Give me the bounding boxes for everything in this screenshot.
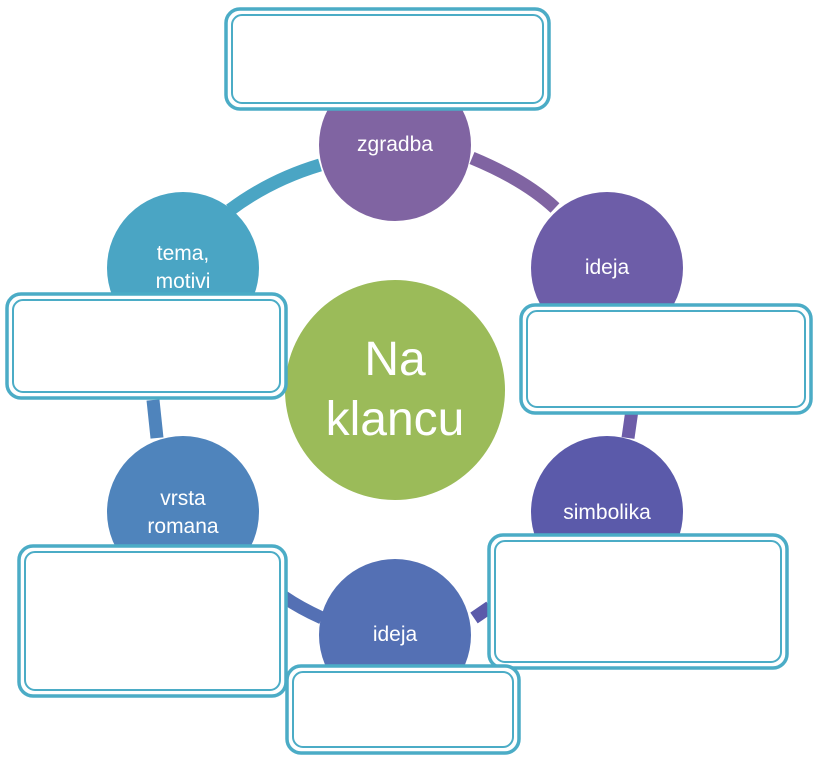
answer-box-inner <box>24 551 281 691</box>
answer-box-inner <box>292 671 514 748</box>
answer-box-right-upper[interactable] <box>519 303 813 415</box>
node-label-line1: vrsta <box>160 487 206 510</box>
node-label: ideja <box>373 623 418 646</box>
center-label-line2: klancu <box>326 393 465 446</box>
answer-box-bottom[interactable] <box>285 664 521 755</box>
ring-arc-zgradba-ideja <box>469 151 560 213</box>
answer-box-inner <box>494 540 782 663</box>
answer-box-left-lower[interactable] <box>17 544 288 698</box>
node-label-line2: romana <box>147 515 219 538</box>
node-label-line2: motivi <box>156 270 211 293</box>
center-node: Na klancu <box>285 280 505 500</box>
answer-box-left-upper[interactable] <box>5 292 288 400</box>
node-label: ideja <box>585 256 630 279</box>
node-label: zgradba <box>357 133 433 156</box>
ring-arc-vrsta-tema <box>146 399 164 439</box>
answer-box-right-lower[interactable] <box>487 533 789 670</box>
node-label-line1: tema, <box>157 242 210 265</box>
center-label-line1: Na <box>364 333 426 386</box>
ring-arc-tema-zgradba <box>226 158 322 216</box>
answer-box-inner <box>12 299 281 393</box>
answer-box-inner <box>526 310 806 408</box>
node-label: simbolika <box>563 501 651 524</box>
center-circle <box>285 280 505 500</box>
answer-box-top[interactable] <box>224 7 551 111</box>
answer-box-inner <box>231 14 544 104</box>
ring-arc-ideja-vrsta <box>280 591 325 624</box>
